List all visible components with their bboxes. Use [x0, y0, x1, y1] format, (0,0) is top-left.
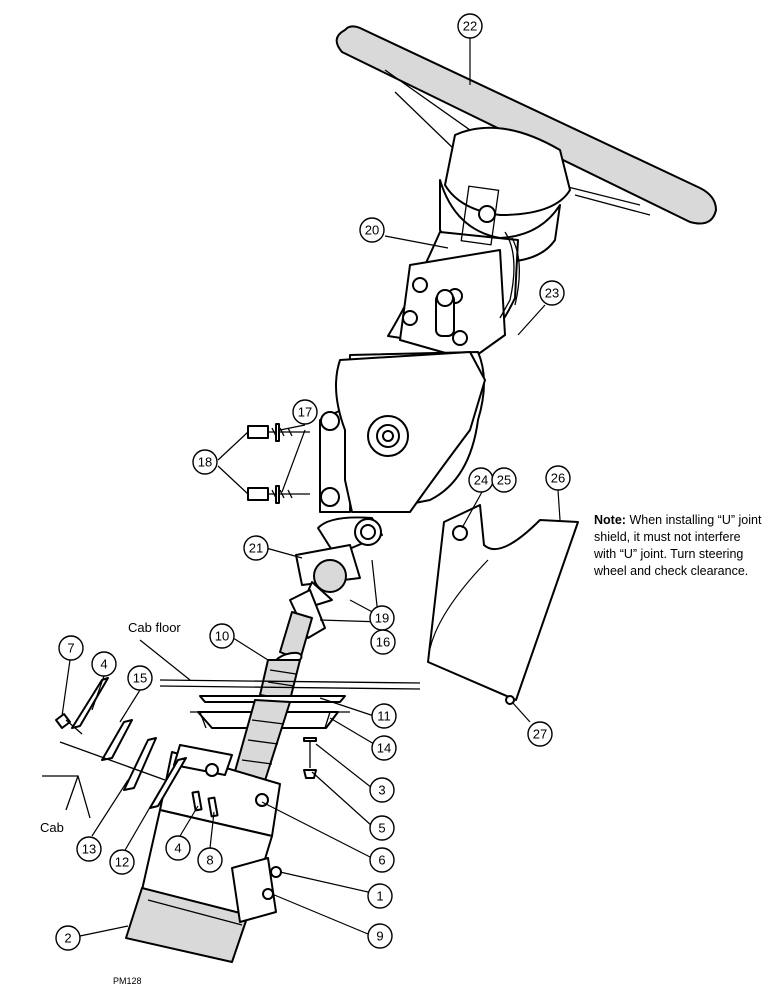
- svg-text:10: 10: [215, 629, 229, 644]
- column-mount-bolts: [247, 423, 310, 504]
- callout-21: 21: [243, 535, 269, 561]
- u-joint-shield: [427, 504, 579, 705]
- callout-26: 26: [545, 465, 571, 491]
- callout-24: 24: [468, 467, 494, 493]
- callout-19: 19: [369, 605, 395, 631]
- svg-text:4: 4: [174, 841, 181, 856]
- callout-12: 12: [109, 849, 135, 875]
- svg-text:2: 2: [64, 931, 71, 946]
- callout-5: 5: [369, 815, 395, 841]
- svg-text:4: 4: [100, 657, 107, 672]
- svg-text:3: 3: [378, 783, 385, 798]
- svg-text:25: 25: [497, 473, 511, 488]
- cab-label: Cab: [40, 820, 64, 835]
- svg-text:17: 17: [298, 405, 312, 420]
- svg-text:19: 19: [375, 611, 389, 626]
- svg-text:5: 5: [378, 821, 385, 836]
- svg-text:26: 26: [551, 471, 565, 486]
- installation-note: Note: When installing “U” joint shield, …: [594, 512, 766, 580]
- callout-4-upper: 4: [91, 651, 117, 677]
- svg-text:27: 27: [533, 727, 547, 742]
- callout-11: 11: [371, 703, 397, 729]
- svg-text:12: 12: [115, 855, 129, 870]
- upper-steering-column: [387, 185, 520, 361]
- upper-u-joint: [289, 516, 383, 639]
- svg-text:14: 14: [377, 741, 391, 756]
- note-body: When installing “U” joint shield, it mus…: [594, 513, 762, 578]
- cab-floor-label: Cab floor: [128, 620, 181, 635]
- svg-text:22: 22: [463, 19, 477, 34]
- column-bracket: [319, 351, 486, 513]
- callout-14: 14: [371, 735, 397, 761]
- steering-shaft: [259, 611, 313, 701]
- callout-2: 2: [55, 925, 81, 951]
- callout-16: 16: [370, 629, 396, 655]
- callout-23: 23: [539, 280, 565, 306]
- svg-text:1: 1: [376, 889, 383, 904]
- svg-text:8: 8: [206, 853, 213, 868]
- callout-9: 9: [367, 923, 393, 949]
- svg-text:23: 23: [545, 286, 559, 301]
- callout-25: 25: [491, 467, 517, 493]
- callout-4-lower: 4: [165, 835, 191, 861]
- callout-8: 8: [197, 847, 223, 873]
- callout-3: 3: [369, 777, 395, 803]
- small-bolts: [55, 713, 317, 779]
- callout-17: 17: [292, 399, 318, 425]
- svg-text:7: 7: [67, 641, 74, 656]
- callout-10: 10: [209, 623, 235, 649]
- svg-text:21: 21: [249, 541, 263, 556]
- svg-text:13: 13: [82, 842, 96, 857]
- callout-18: 18: [192, 449, 218, 475]
- figure-code-label: PM128: [113, 976, 142, 986]
- svg-text:6: 6: [378, 853, 385, 868]
- svg-text:15: 15: [133, 671, 147, 686]
- note-heading: Note:: [594, 513, 626, 527]
- svg-text:20: 20: [365, 223, 379, 238]
- svg-text:16: 16: [376, 635, 390, 650]
- leader-lines: [61, 38, 561, 937]
- steering-wheel: [335, 25, 717, 263]
- callout-15: 15: [127, 665, 153, 691]
- svg-text:24: 24: [474, 473, 488, 488]
- callout-20: 20: [359, 217, 385, 243]
- callout-13: 13: [76, 836, 102, 862]
- cab-corner: [42, 775, 91, 819]
- callout-27: 27: [527, 721, 553, 747]
- callout-6: 6: [369, 847, 395, 873]
- svg-text:11: 11: [377, 709, 391, 724]
- callout-1: 1: [367, 883, 393, 909]
- svg-text:9: 9: [376, 929, 383, 944]
- callout-22: 22: [457, 13, 483, 39]
- callout-7: 7: [58, 635, 84, 661]
- svg-text:18: 18: [198, 455, 212, 470]
